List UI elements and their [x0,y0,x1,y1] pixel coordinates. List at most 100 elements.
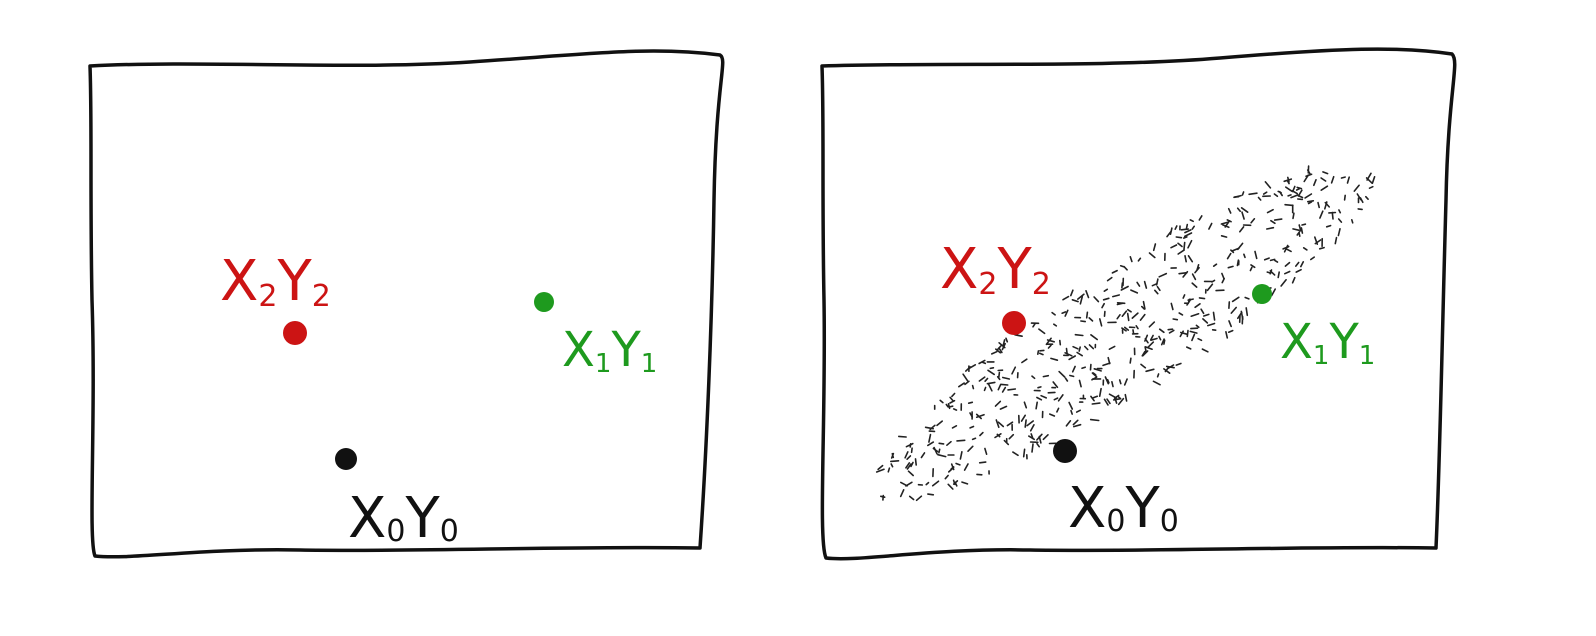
cloud-speck [996,375,1001,381]
cloud-speck [1053,397,1059,401]
cloud-speck [1182,294,1186,299]
cloud-speck [1141,350,1146,357]
cloud-speck [1334,236,1338,245]
cloud-speck [1038,328,1046,335]
point-x2y2-sub1: 2 [258,279,277,314]
cloud-speck [1141,305,1146,310]
cloud-speck [1099,318,1103,327]
cloud-speck [1158,328,1165,334]
point-x0y0-sub2: 0 [440,514,459,549]
cloud-speck [1024,419,1027,428]
cloud-speck [1183,232,1193,238]
cloud-speck [1266,271,1272,274]
point-x0y0-label: X0Y0 [348,486,459,551]
cloud-speck [1074,333,1084,337]
point-x1y1-dot [534,292,554,312]
cloud-speck [910,447,913,454]
cloud-speck [1220,235,1228,238]
cloud-speck [1203,313,1210,317]
cloud-speck [938,442,945,445]
cloud-speck [1357,208,1363,211]
cloud-speck [1186,346,1192,350]
cloud-speck [1240,207,1249,213]
cloud-speck [1090,395,1095,402]
cloud-speck [1182,270,1189,278]
cloud-speck [1269,269,1276,276]
cloud-speck [1069,374,1075,378]
cloud-speck [1180,228,1189,231]
cloud-speck [951,392,956,398]
cloud-speck [1284,203,1294,207]
cloud-speck [1107,356,1111,365]
point-x0y0-label: X0Y0 [1068,476,1179,541]
cloud-speck [1241,191,1245,196]
cloud-speck [1037,386,1042,389]
cloud-speck [1158,335,1162,341]
cloud-speck [1140,363,1147,369]
cloud-speck [1103,288,1109,293]
cloud-speck [987,369,996,376]
cloud-speck [1032,322,1037,328]
cloud-speck [1113,394,1120,400]
cloud-speck [1045,337,1052,346]
cloud-speck [1266,208,1274,214]
cloud-speck [937,453,947,458]
cloud-speck [1298,224,1302,232]
cloud-speck [891,452,895,459]
cloud-speck [1121,327,1127,332]
cloud-speck [947,483,954,490]
cloud-speck [1121,310,1128,318]
cloud-speck [971,437,977,441]
cloud-speck [1330,175,1335,184]
cloud-speck [987,383,993,392]
cloud-speck [1187,239,1193,249]
cloud-speck [1264,181,1272,189]
cloud-speck [1148,321,1156,328]
cloud-speck [906,463,912,470]
cloud-speck [955,462,961,466]
cloud-speck [1150,337,1158,342]
cloud-speck [978,376,986,382]
cloud-speck [1053,323,1058,327]
panel-left-frame [88,49,725,559]
cloud-speck [1295,261,1300,267]
cloud-speck [1208,222,1213,230]
cloud-speck [1343,194,1346,201]
cloud-speck [1064,351,1073,357]
cloud-speck [1085,289,1090,299]
cloud-speck [1001,386,1007,393]
cloud-speck [1295,187,1301,191]
cloud-speck [1290,194,1299,199]
cloud-speck [979,431,984,437]
cloud-speck [1029,423,1035,432]
cloud-speck [927,493,935,496]
cloud-speck [1111,269,1118,274]
cloud-speck [1112,397,1122,401]
panel-left: X2Y2 X1Y1 X0Y0 [88,49,725,559]
cloud-speck [999,405,1008,410]
cloud-speck [1278,190,1283,197]
cloud-speck [1314,236,1319,245]
cloud-speck [1183,241,1186,251]
cloud-speck [1106,378,1110,384]
cloud-speck [1227,207,1232,214]
cloud-speck [906,455,912,461]
cloud-speck [1037,350,1040,356]
cloud-speck [1071,298,1079,303]
cloud-speck [1166,231,1172,238]
point-x1y1-sub1: 1 [1313,341,1330,371]
cloud-speck [915,495,923,502]
point-x1y1-label: X1Y1 [1280,314,1375,371]
cloud-speck [1337,228,1341,237]
cloud-speck [1093,367,1102,372]
cloud-speck [1012,451,1019,457]
cloud-speck [1028,435,1035,441]
cloud-speck [1284,261,1291,267]
cloud-speck [1356,193,1362,201]
cloud-speck [1182,236,1188,239]
cloud-speck [879,495,886,499]
cloud-speck [1136,281,1141,287]
cloud-speck [1022,448,1026,458]
cloud-speck [963,463,969,471]
